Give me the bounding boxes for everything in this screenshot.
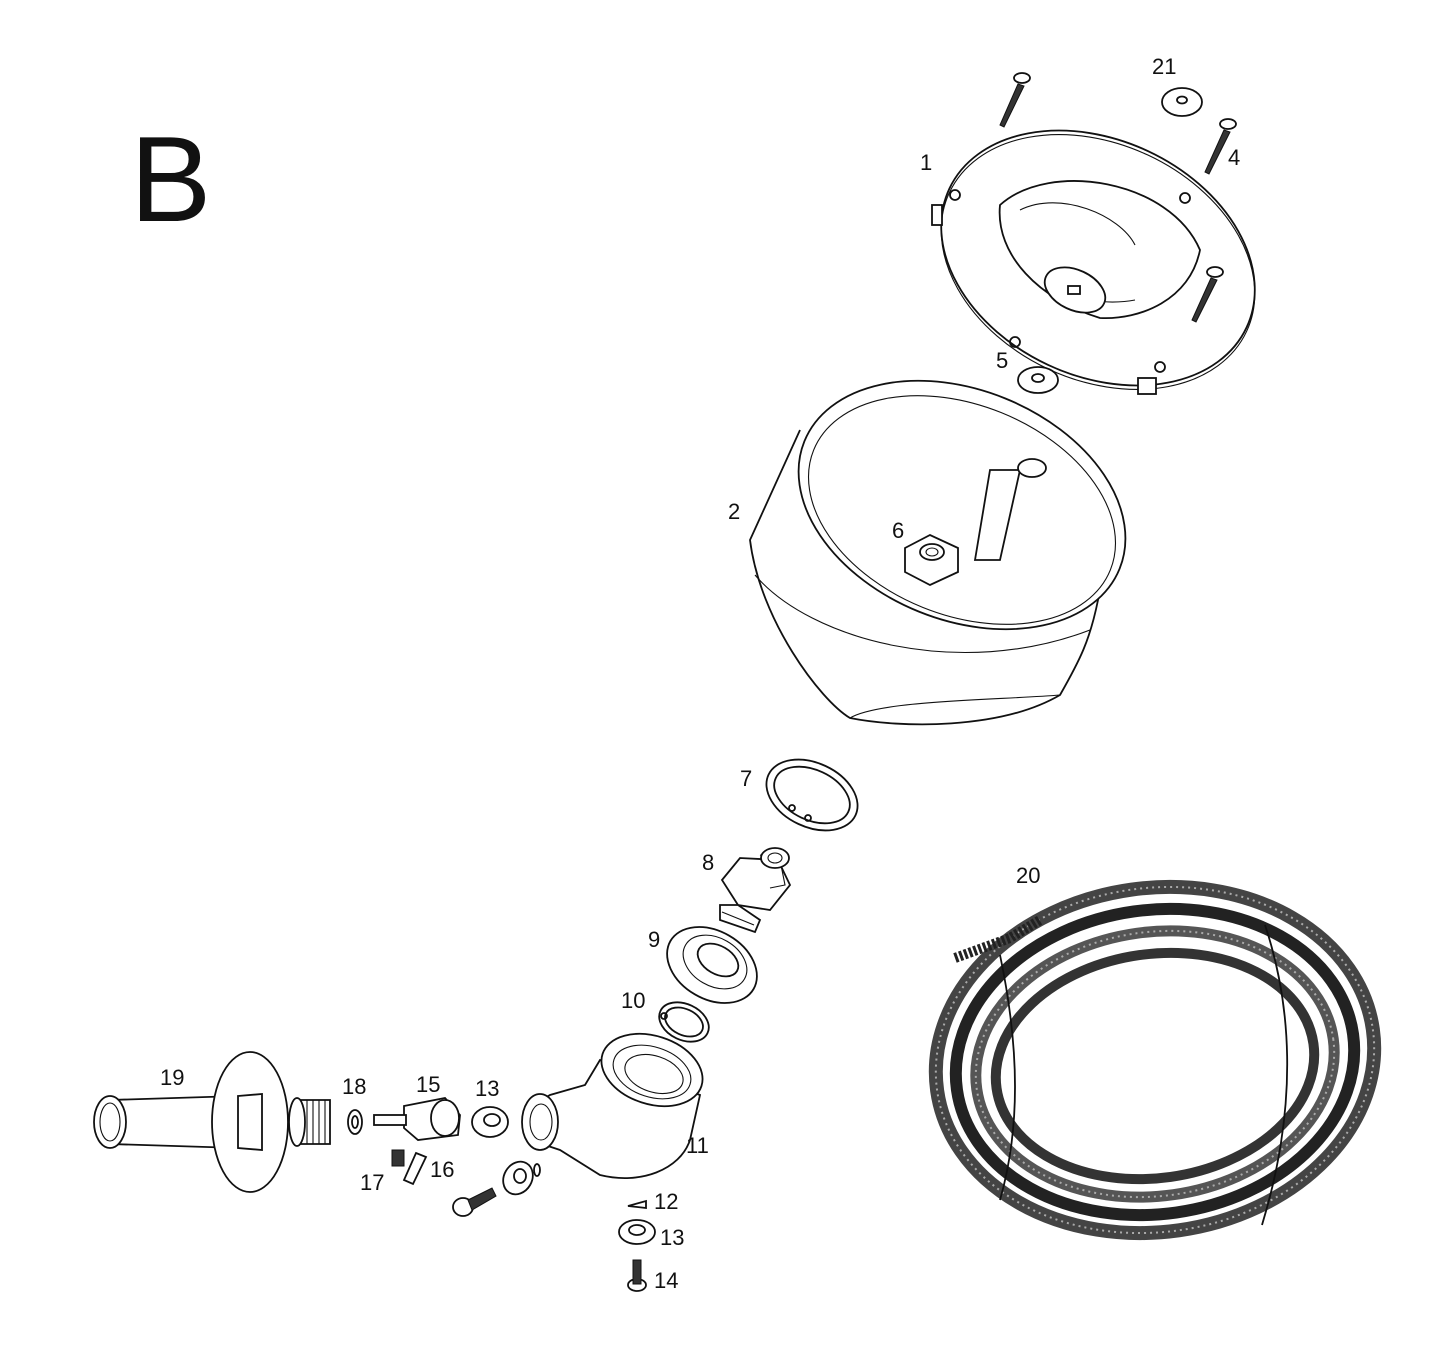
part-cable-coil (928, 879, 1382, 1241)
part-mounting-flange (931, 129, 1256, 395)
label-13-top: 13 (475, 1076, 499, 1101)
label-19: 19 (160, 1065, 184, 1090)
label-15: 15 (416, 1072, 440, 1097)
part-guide-tube (93, 1051, 331, 1193)
part-screw-inner (1191, 266, 1224, 323)
part-screw-bottom (627, 1259, 647, 1292)
label-6: 6 (892, 518, 904, 543)
label-17: 17 (360, 1170, 384, 1195)
part-screw-top-left (999, 72, 1031, 128)
part-labels: 21 1 4 5 2 6 7 8 20 9 10 19 18 15 13 11 … (160, 54, 1240, 1293)
part-drum (749, 379, 1127, 726)
part-set-screw (391, 1149, 405, 1167)
part-housing (521, 1032, 704, 1179)
label-16: 16 (430, 1157, 454, 1182)
part-washer-small (347, 1109, 363, 1135)
part-pin (402, 1151, 428, 1186)
section-letter: B (130, 111, 212, 247)
part-screw-right (1204, 118, 1237, 175)
label-1: 1 (920, 150, 932, 175)
part-bolt (452, 1187, 497, 1217)
label-20: 20 (1016, 863, 1040, 888)
label-13-bottom: 13 (660, 1225, 684, 1250)
part-cap (1161, 87, 1203, 117)
part-bearing-small-bottom (618, 1219, 656, 1245)
part-coupler (373, 1097, 461, 1141)
label-11: 11 (686, 1133, 709, 1158)
part-fitting (719, 847, 792, 934)
label-12: 12 (654, 1189, 678, 1214)
label-5: 5 (996, 348, 1008, 373)
part-bearing-small-top (471, 1106, 509, 1138)
label-2: 2 (728, 499, 740, 524)
label-4: 4 (1228, 145, 1240, 170)
label-7: 7 (740, 766, 752, 791)
part-bearing-large (666, 926, 758, 1004)
part-key (627, 1199, 647, 1210)
label-9: 9 (648, 927, 660, 952)
part-washer (1017, 366, 1059, 394)
label-21: 21 (1152, 54, 1176, 79)
part-bearing-small-mid (502, 1160, 541, 1196)
label-10: 10 (621, 988, 645, 1013)
part-retaining-ring-large (765, 758, 859, 832)
label-18: 18 (342, 1074, 366, 1099)
label-8: 8 (702, 850, 714, 875)
label-14: 14 (654, 1268, 678, 1293)
part-retaining-ring-small (658, 1001, 710, 1043)
